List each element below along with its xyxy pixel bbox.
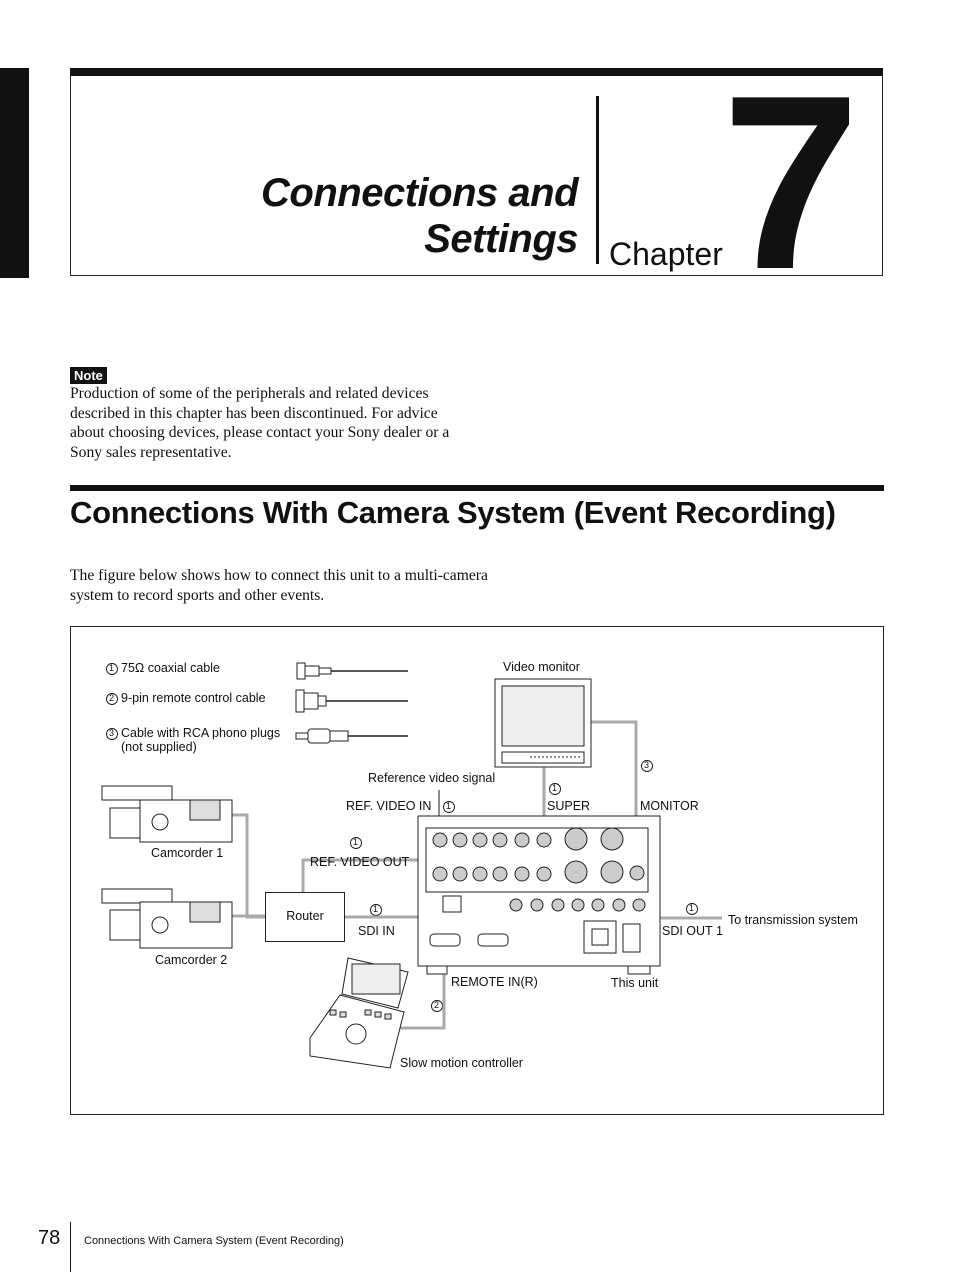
- chapter-number: 7: [722, 43, 860, 321]
- note-text: Production of some of the peripherals an…: [70, 385, 450, 461]
- page-number: 78: [38, 1227, 61, 1249]
- legend-marker-3: 3: [109, 728, 115, 738]
- running-footer: Connections With Camera System (Event Re…: [84, 1235, 344, 1247]
- camcorder2-icon: [101, 888, 233, 949]
- marker-ref-in: 1: [446, 801, 452, 811]
- chapter-divider: [596, 96, 599, 264]
- slow-motion-controller-label: Slow motion controller: [400, 1056, 523, 1070]
- sdi-in-label: SDI IN: [358, 924, 395, 938]
- chapter-title: Connections and Settings: [261, 171, 578, 261]
- marker-sdi-in: 1: [373, 904, 379, 914]
- ref-video-out-label: REF. VIDEO OUT: [310, 855, 410, 869]
- video-monitor-label: Video monitor: [503, 660, 580, 674]
- chapter-thumb-tab: [0, 68, 29, 278]
- slow-motion-controller-icon: [309, 957, 409, 1069]
- intro-paragraph: The figure below shows how to connect th…: [70, 567, 488, 604]
- camcorder1-icon: [101, 785, 233, 843]
- marker-remote: 2: [434, 1000, 440, 1010]
- camcorder1-label: Camcorder 1: [151, 846, 224, 860]
- marker-super: 1: [552, 783, 558, 793]
- chapter-word: Chapter: [609, 236, 723, 272]
- legend-marker-2: 2: [109, 693, 115, 703]
- reference-signal-label: Reference video signal: [368, 771, 496, 785]
- marker-ref-out: 1: [353, 837, 359, 847]
- this-unit-label: This unit: [611, 976, 659, 990]
- section-heading: Connections With Camera System (Event Re…: [70, 495, 836, 530]
- coaxial-cable-icon: [296, 662, 408, 680]
- recorder-unit-icon: [417, 815, 661, 975]
- super-label: SUPER: [547, 799, 591, 813]
- section-rule: [70, 485, 884, 491]
- video-monitor-icon: [494, 678, 592, 768]
- rca-cable-icon: [295, 728, 408, 744]
- legend-remote-cable: 9-pin remote control cable: [121, 691, 266, 705]
- transmission-label: To transmission system: [728, 913, 858, 927]
- remote-cable-icon: [295, 689, 408, 713]
- remote-in-label: REMOTE IN(R): [451, 975, 538, 989]
- legend-marker-1: 1: [109, 663, 115, 673]
- legend-coaxial-cable: 75Ω coaxial cable: [121, 661, 220, 675]
- monitor-label: MONITOR: [640, 799, 699, 813]
- marker-sdi-out: 1: [689, 903, 695, 913]
- sdi-out1-label: SDI OUT 1: [662, 924, 723, 938]
- footer-rule: [70, 1222, 71, 1272]
- router-box: Router: [265, 892, 345, 942]
- note-label: Note: [70, 367, 107, 384]
- chapter-header-box: [70, 68, 883, 276]
- connection-diagram: [70, 626, 884, 1115]
- marker-monitor: 3: [644, 760, 650, 770]
- legend-rca-note: (not supplied): [121, 740, 197, 754]
- camcorder2-label: Camcorder 2: [155, 953, 228, 967]
- legend-rca-cable: Cable with RCA phono plugs: [121, 726, 281, 740]
- ref-video-in-label: REF. VIDEO IN: [346, 799, 432, 813]
